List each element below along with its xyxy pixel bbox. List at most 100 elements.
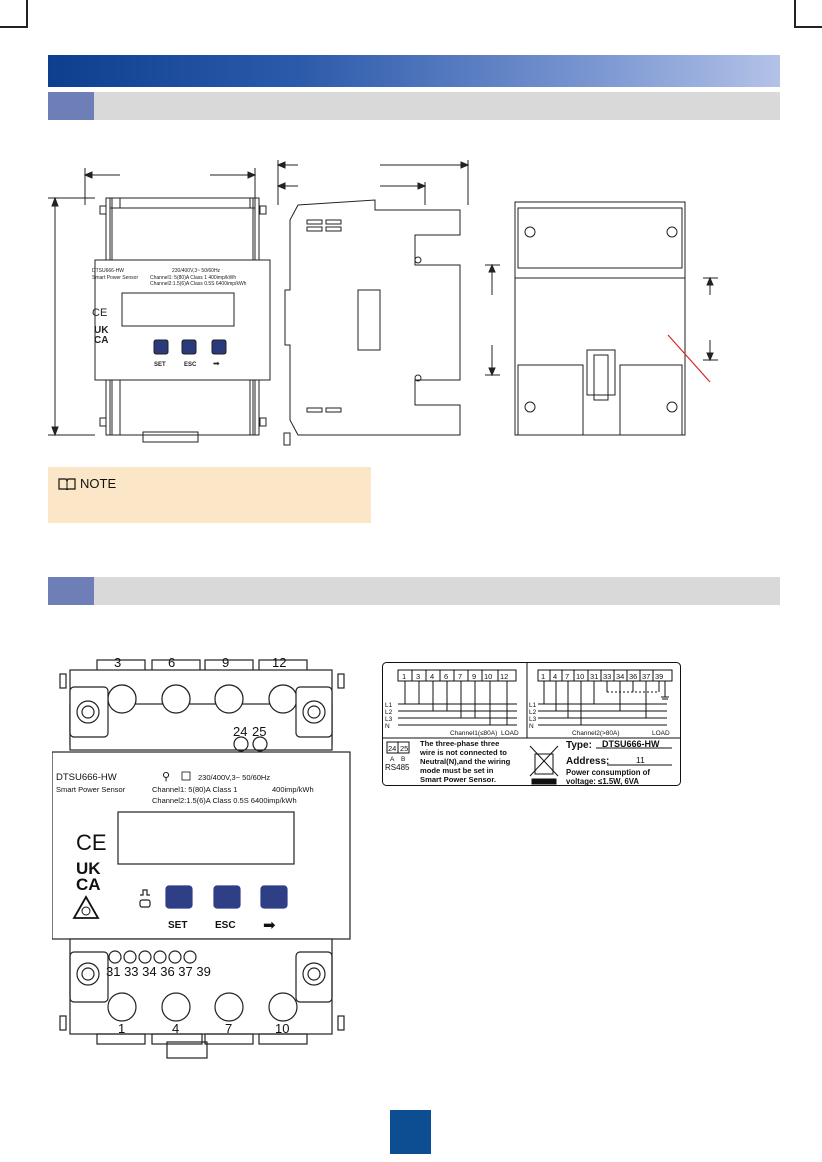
front-ca-mark: CA — [94, 335, 108, 346]
terminal-6: 6 — [168, 655, 175, 670]
front-arrow-label: ➡ — [213, 359, 220, 368]
network-icon: ⚲ — [162, 771, 170, 783]
terminal-24: 24 — [233, 724, 247, 739]
dimension-drawings: DTSU666-HW Smart Power Sensor 230/400V,3… — [48, 160, 718, 446]
power-line-1: Power consumption of — [566, 768, 650, 777]
ch1-term: 9 — [472, 672, 476, 681]
crop-mark-top-right — [794, 0, 822, 28]
front-esc-label: ESC — [184, 362, 197, 368]
terminal-12: 12 — [272, 655, 286, 670]
ch2-caption: Channel2(>80A) — [572, 730, 620, 737]
line-label: N — [529, 723, 534, 730]
front-rating-text: 230/400V,3~ 50/60Hz — [172, 268, 221, 274]
ca-mark: CA — [76, 875, 101, 894]
ch2-term: 31 — [590, 672, 598, 681]
line-label: L1 — [529, 702, 537, 709]
arrow-button-label: ➡ — [263, 917, 276, 934]
front-view-text: DTSU666-HW Smart Power Sensor 230/400V,3… — [92, 268, 247, 368]
rs485-a: A — [390, 756, 395, 763]
type-label: Type: — [566, 740, 592, 751]
side-view — [276, 160, 500, 446]
wiring-note-line: wire is not connected to — [419, 748, 507, 757]
terminal-9: 9 — [222, 655, 229, 670]
meter-rating: 230/400V,3~ 50/60Hz — [198, 773, 270, 782]
front-channel2-text: Channel2:1.5(6)A Class 0.5S 6400imp/kWh — [150, 281, 247, 287]
ch2-term: 33 — [603, 672, 611, 681]
crop-mark-top-left — [0, 0, 28, 28]
wiring-note-line: The three-phase three — [420, 739, 499, 748]
ch1-term: 6 — [444, 672, 448, 681]
ch2-term: 39 — [655, 672, 663, 681]
front-model-text: DTSU666-HW — [92, 268, 124, 274]
section-chip — [48, 577, 94, 605]
front-uk-mark: UK — [94, 325, 109, 336]
power-line-2: voltage: ≤1.5W, 6VA — [566, 777, 639, 786]
front-ce-mark: CE — [92, 307, 107, 319]
set-button-label: SET — [168, 920, 187, 931]
terminal-3: 3 — [114, 655, 121, 670]
wiring-label: 1 3 4 6 7 9 10 12 1 4 7 10 31 33 34 36 3… — [382, 662, 681, 786]
ch1-term: 3 — [416, 672, 420, 681]
rs485-term: 25 — [400, 744, 408, 753]
front-set-label: SET — [154, 362, 166, 368]
rs485-term: 24 — [388, 744, 396, 753]
wiring-note-line: Smart Power Sensor. — [420, 775, 496, 784]
ch1-term: 4 — [430, 672, 434, 681]
terminal-25: 25 — [252, 724, 266, 739]
meter-front-large: 3 6 9 12 24 25 DTSU666-HW Smart Power Se… — [52, 655, 351, 1059]
ch2-term: 7 — [565, 672, 569, 681]
wiring-note-line: Neutral(N),and the wiring — [420, 757, 511, 766]
ce-mark: CE — [76, 830, 107, 855]
double-insulation-icon — [181, 771, 191, 781]
terminal-7: 7 — [225, 1021, 232, 1036]
front-channel1-text: Channel1: 5(80)A Class 1 400imp/kWh — [150, 275, 236, 281]
line-label: L1 — [385, 702, 393, 709]
ch2-load: LOAD — [652, 730, 670, 737]
terminal-10: 10 — [275, 1021, 289, 1036]
rcm-icon — [72, 895, 100, 919]
title-bar — [48, 55, 780, 87]
ch1-load: LOAD — [501, 730, 519, 737]
ch2-term: 34 — [616, 672, 624, 681]
ch1-term: 10 — [484, 672, 492, 681]
rs485-label: RS485 — [385, 763, 410, 772]
ch2-term: 4 — [553, 672, 557, 681]
wiring-note-line: mode must be set in — [420, 766, 494, 775]
ch1-term: 12 — [500, 672, 508, 681]
section-bar-label — [48, 577, 780, 605]
line-label: L3 — [385, 716, 393, 723]
meter-channel2: Channel2:1.5(6)A Class 0.5S 6400imp/kWh — [152, 796, 297, 805]
back-view — [514, 201, 718, 436]
meter-channel1: Channel1: 5(80)A Class 1 — [152, 785, 237, 794]
page-number-box — [390, 1110, 431, 1154]
meter-model: DTSU666-HW — [56, 772, 117, 783]
line-label: N — [385, 723, 390, 730]
note-label: NOTE — [80, 476, 117, 491]
ch2-term: 1 — [541, 672, 545, 681]
front-subtitle-text: Smart Power Sensor — [92, 275, 138, 281]
ch1-term: 1 — [402, 672, 406, 681]
ch2-term: 37 — [642, 672, 650, 681]
rs485-b: B — [401, 756, 405, 763]
type-value: DTSU666-HW — [602, 739, 660, 749]
line-label: L2 — [529, 709, 537, 716]
terminal-1: 1 — [118, 1021, 125, 1036]
meter-subtitle: Smart Power Sensor — [56, 785, 126, 794]
book-icon — [58, 478, 76, 490]
section-bar-dimensions — [48, 92, 780, 120]
small-terminals: 31 33 34 36 37 39 — [106, 964, 211, 979]
line-label: L3 — [529, 716, 537, 723]
front-view — [94, 197, 271, 443]
ch2-term: 36 — [629, 672, 637, 681]
address-label: Address: — [566, 756, 609, 767]
ch1-caption: Channel1(≤80A) — [450, 730, 497, 737]
uk-mark: UK — [76, 859, 101, 878]
terminal-4: 4 — [172, 1021, 179, 1036]
meter-channel1-imp: 400imp/kWh — [272, 785, 314, 794]
note-box: NOTE — [48, 467, 371, 523]
ch2-term: 10 — [576, 672, 584, 681]
ch1-term: 7 — [458, 672, 462, 681]
esc-button-label: ESC — [215, 920, 236, 931]
line-label: L2 — [385, 709, 393, 716]
section-chip — [48, 92, 94, 120]
